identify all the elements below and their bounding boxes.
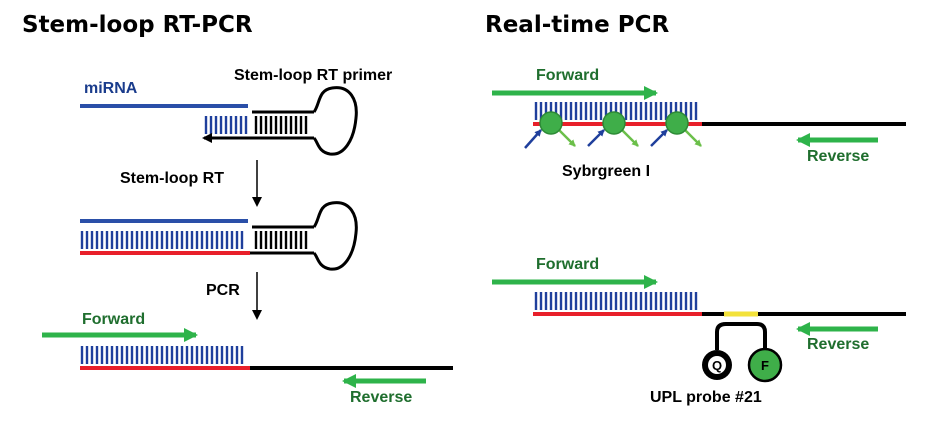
excitation-arrow (524, 129, 542, 149)
label-stem-loop-rt-primer: Stem-loop RT primer (234, 67, 393, 84)
upl-probe-linker (715, 322, 767, 350)
emission-arrow (684, 129, 702, 147)
label-forward-left: Forward (82, 311, 146, 328)
title-real-time-pcr: Real-time PCR (485, 12, 670, 38)
label-forward-right-bottom: Forward (536, 256, 600, 273)
label-stem-loop-rt-step: Stem-loop RT (120, 170, 224, 187)
excitation-arrow (650, 129, 668, 147)
quencher-circle: Q (702, 350, 732, 380)
label-reverse-left: Reverse (350, 389, 413, 406)
quencher-label: Q (712, 358, 722, 373)
pcr-hatch (80, 346, 244, 364)
sybrgreen-dye (602, 111, 626, 135)
sybrgreen-dye (539, 111, 563, 135)
label-reverse-right-top: Reverse (807, 148, 870, 165)
label-forward-right-top: Forward (536, 67, 600, 84)
fluorophore-circle: F (747, 347, 783, 383)
rt-primer-hatch-blue (204, 116, 248, 134)
emission-arrow (621, 129, 639, 147)
label-reverse-right-bottom: Reverse (807, 336, 870, 353)
upl-hatch (534, 292, 698, 310)
label-pcr-step: PCR (206, 282, 240, 299)
stem-loop-rt-primer (202, 86, 358, 156)
title-stem-loop-rt-pcr: Stem-loop RT-PCR (22, 12, 253, 38)
sybrgreen-dyes (524, 111, 702, 149)
cdna-hatch-blue (80, 231, 244, 249)
sybrgreen-dye (665, 111, 689, 135)
label-sybrgreen: Sybrgreen I (562, 163, 651, 180)
fluorophore-label: F (761, 358, 769, 373)
label-mirna: miRNA (84, 80, 138, 97)
emission-arrow (558, 129, 576, 147)
excitation-arrow (587, 129, 605, 147)
rt-primer-hatch-black (254, 116, 308, 134)
stem-loop-rt-product (80, 201, 358, 271)
cdna-hatch-black (254, 231, 308, 249)
label-upl-probe: UPL probe #21 (650, 389, 762, 406)
